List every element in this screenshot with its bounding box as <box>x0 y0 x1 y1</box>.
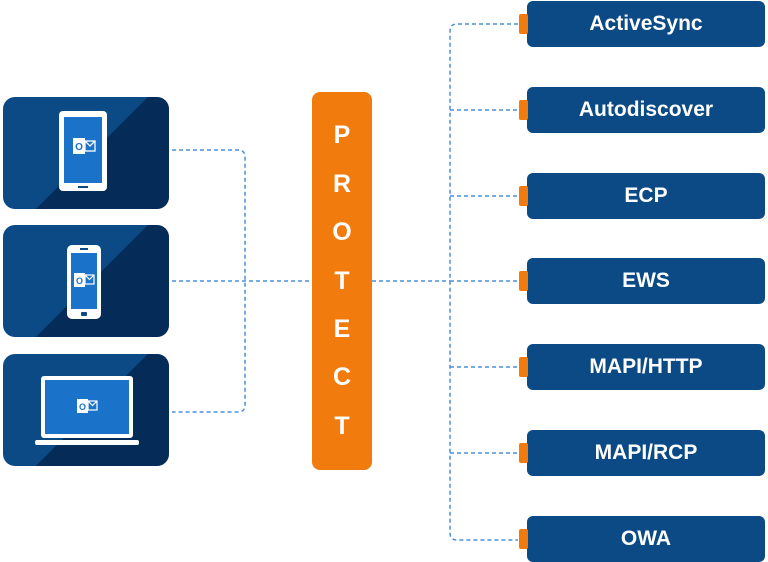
service-label: ActiveSync <box>589 12 703 35</box>
svg-text:O: O <box>79 402 86 412</box>
connector-tab <box>519 186 528 206</box>
service-label: OWA <box>620 527 672 550</box>
service-owa: OWA <box>519 516 765 562</box>
protect-letter: E <box>333 314 351 343</box>
service-label: Autodiscover <box>578 98 714 121</box>
connector-tab <box>519 357 528 377</box>
service-mapi-rcp: MAPI/RCP <box>519 430 765 476</box>
svg-text:O: O <box>76 276 83 286</box>
protect-letter: O <box>332 218 352 247</box>
device-card-laptop: O <box>3 354 169 466</box>
tablet-icon: O <box>59 111 107 191</box>
connector-tab <box>519 100 528 120</box>
connector-tab <box>519 271 528 291</box>
protect-bar: P R O T E C T <box>312 92 372 470</box>
service-label: MAPI/RCP <box>594 441 698 464</box>
device-card-tablet: O <box>3 97 169 209</box>
service-label: ECP <box>624 184 668 207</box>
protect-letter: R <box>332 169 352 198</box>
service-ecp: ECP <box>519 173 765 219</box>
protect-letter: T <box>334 411 350 440</box>
connector-tab <box>519 529 528 549</box>
phone-icon: O <box>67 245 101 319</box>
service-autodiscover: Autodiscover <box>519 87 765 133</box>
service-label: MAPI/HTTP <box>589 355 703 378</box>
service-mapi-http: MAPI/HTTP <box>519 344 765 390</box>
connector-tab <box>519 14 528 34</box>
service-ews: EWS <box>519 258 765 304</box>
service-label: EWS <box>622 269 670 292</box>
protect-letter: P <box>333 121 351 150</box>
protect-letter: C <box>332 363 352 392</box>
svg-text:O: O <box>75 142 83 153</box>
device-card-phone: O <box>3 225 169 337</box>
connector-tab <box>519 443 528 463</box>
service-activesync: ActiveSync <box>519 1 765 47</box>
laptop-icon: O <box>35 376 139 445</box>
protect-letter: T <box>334 266 350 295</box>
